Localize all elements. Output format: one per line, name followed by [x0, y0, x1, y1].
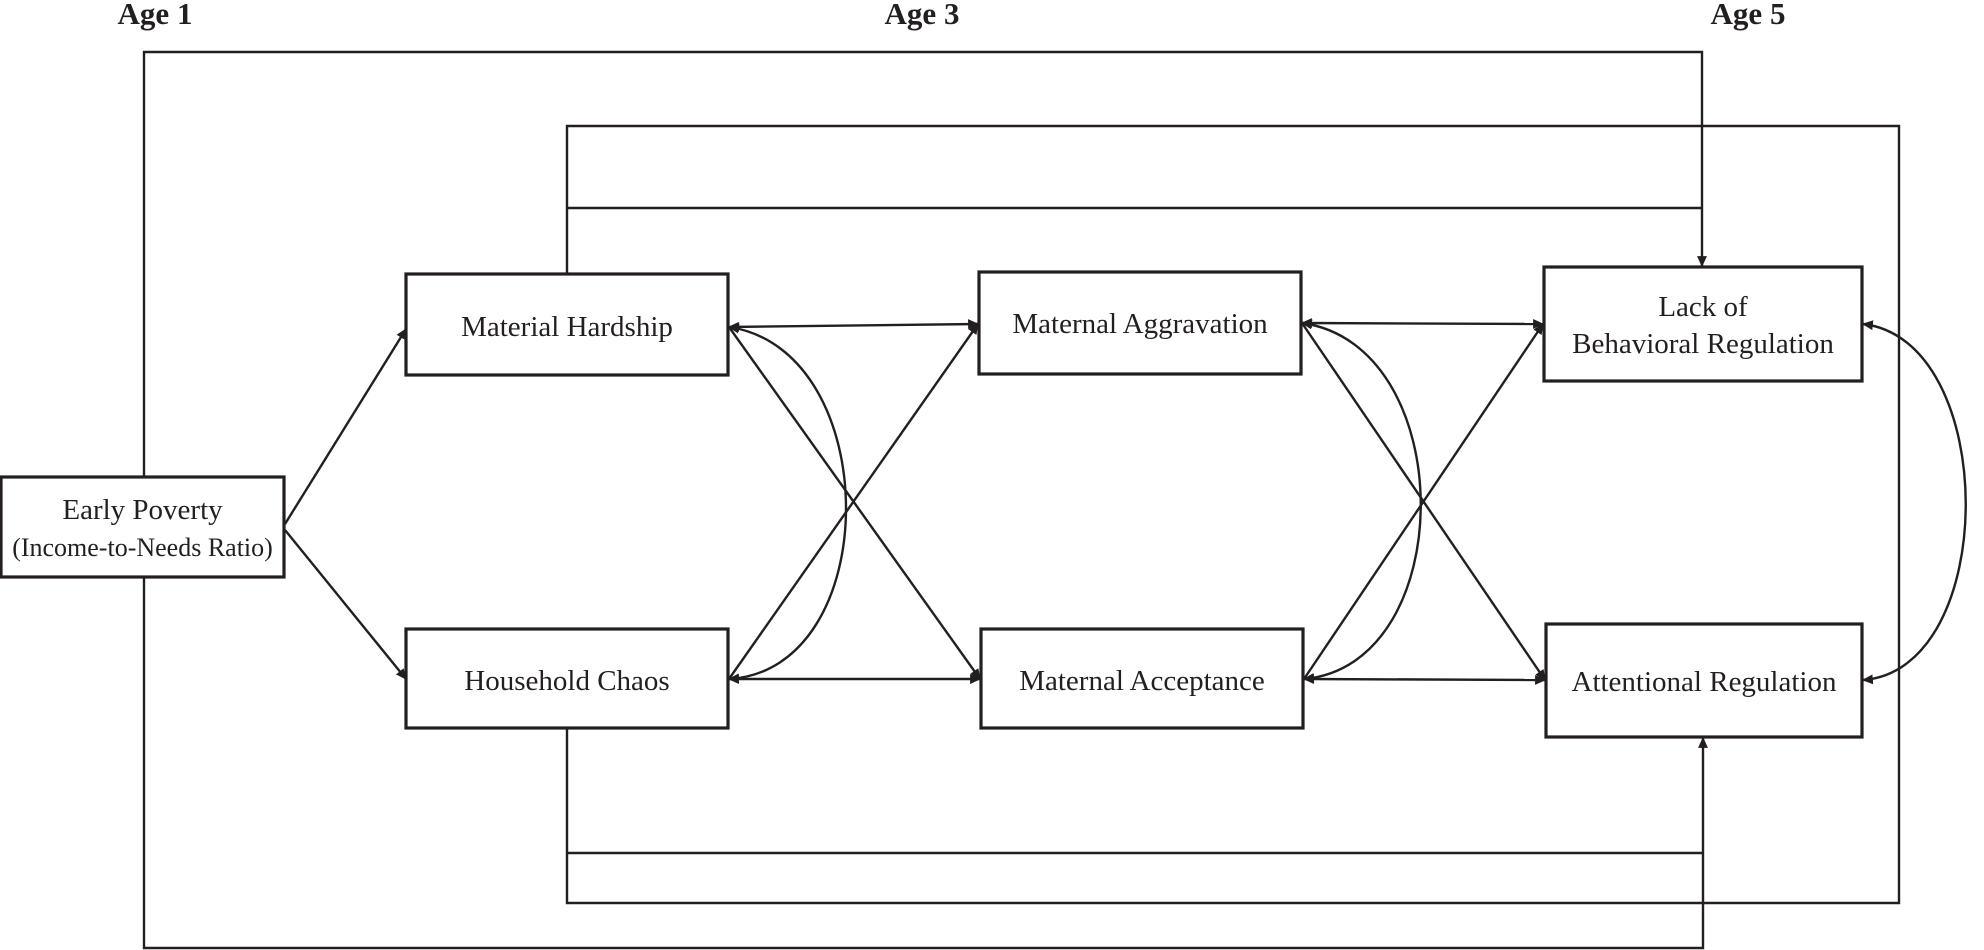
path-hardship-aggravation	[727, 319, 980, 332]
path-poverty-to-behavioral	[142, 50, 1707, 477]
node-household-chaos: Household Chaos	[404, 627, 730, 730]
lack-behavioral-regulation-sublabel: Behavioral Regulation	[1572, 328, 1834, 360]
early-poverty-sublabel: (Income-to-Needs Ratio)	[12, 533, 273, 562]
path-aggravation-behavioral	[1300, 318, 1545, 329]
covariance-behavioral-attentional	[1861, 320, 1967, 685]
path-outer-loop	[565, 124, 1901, 905]
node-maternal-acceptance: Maternal Acceptance	[979, 627, 1305, 730]
lack-behavioral-regulation-label: Lack of	[1658, 291, 1748, 323]
path-poverty-to-hardship	[283, 328, 408, 525]
path-poverty-to-attentional	[142, 577, 1708, 950]
path-chaos-aggravation	[728, 323, 979, 680]
maternal-aggravation-label: Maternal Aggravation	[1012, 308, 1268, 340]
maternal-acceptance-label: Maternal Acceptance	[1019, 665, 1265, 697]
path-acceptance-behavioral	[1303, 323, 1544, 680]
node-material-hardship: Material Hardship	[404, 272, 730, 377]
node-attentional-regulation: Attentional Regulation	[1544, 622, 1864, 739]
age-1-header: Age 1	[118, 0, 193, 31]
path-acceptance-attentional	[1302, 674, 1547, 685]
covariance-aggravation-acceptance	[1300, 319, 1422, 684]
node-maternal-aggravation: Maternal Aggravation	[977, 270, 1303, 376]
age-3-header: Age 3	[885, 0, 960, 31]
attentional-regulation-label: Attentional Regulation	[1572, 666, 1837, 698]
age-5-header: Age 5	[1711, 0, 1786, 31]
early-poverty-label: Early Poverty	[62, 494, 223, 526]
node-lack-behavioral-regulation: Lack of Behavioral Regulation	[1542, 265, 1864, 383]
path-poverty-to-chaos	[284, 529, 407, 680]
covariance-hardship-chaos	[727, 323, 848, 684]
path-hardship-acceptance	[728, 326, 981, 680]
node-early-poverty: Early Poverty (Income-to-Needs Ratio)	[0, 475, 286, 579]
material-hardship-label: Material Hardship	[461, 311, 673, 343]
household-chaos-label: Household Chaos	[464, 665, 669, 697]
